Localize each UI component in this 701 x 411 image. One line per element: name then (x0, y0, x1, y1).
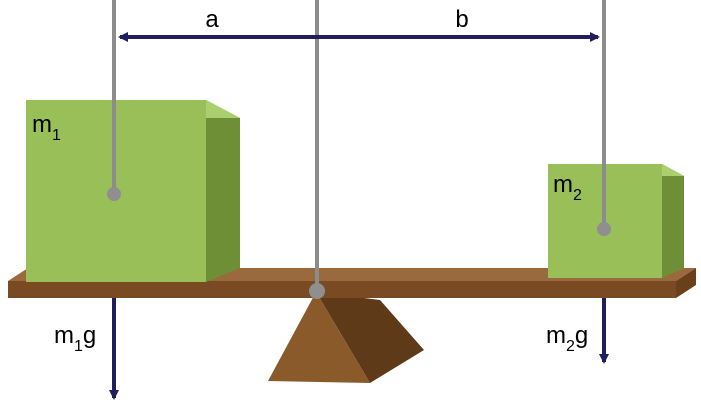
mass2-center-dot (597, 222, 611, 236)
mass1-box-side (206, 100, 240, 282)
mass2-label: m2 (553, 171, 582, 204)
distance-b-label: b (455, 6, 468, 33)
fulcrum (268, 292, 424, 383)
mass1-label: m1 (32, 111, 61, 144)
pivot-dot (309, 283, 325, 299)
fulcrum-front (268, 292, 370, 383)
force2-label: m2g (546, 322, 588, 355)
distance-a-label: a (205, 6, 219, 33)
force1-label: m1g (54, 322, 96, 355)
mass2-box-side (662, 164, 684, 278)
fulcrum-side (316, 292, 424, 383)
plank-front (8, 281, 676, 298)
plank-side (676, 268, 696, 298)
mass1-center-dot (107, 187, 121, 201)
